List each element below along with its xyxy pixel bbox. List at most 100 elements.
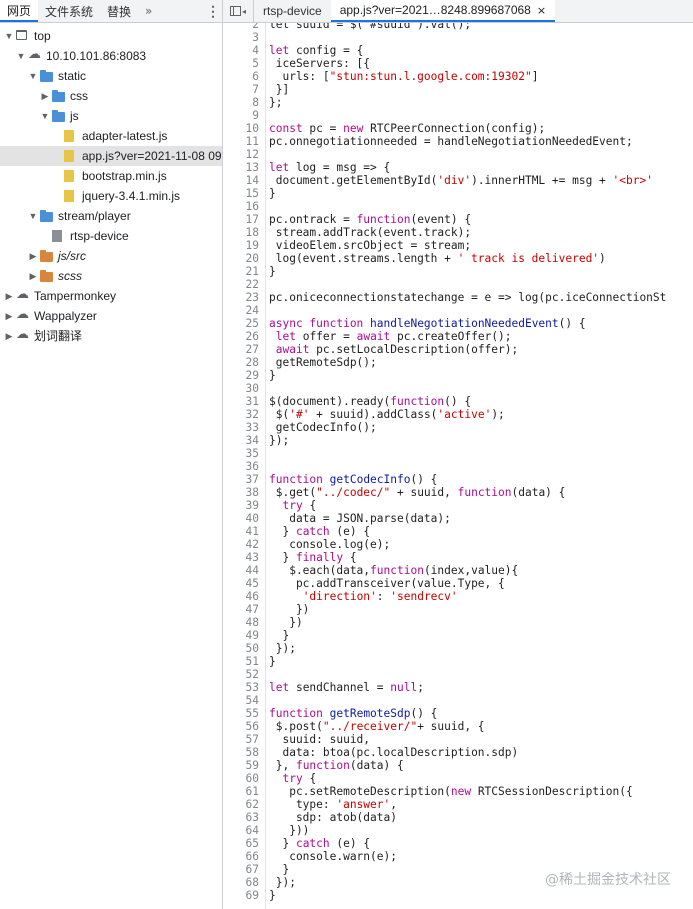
tree-item[interactable]: ▶js/src <box>0 246 222 266</box>
code-text: }; <box>269 96 283 109</box>
expand-triangle-down-icon[interactable]: ▼ <box>28 71 38 81</box>
tab-page[interactable]: 网页 <box>0 0 39 22</box>
expand-triangle-right-icon[interactable]: ▶ <box>41 91 49 101</box>
tree-item[interactable]: ▶☁划词翻译 <box>0 326 222 346</box>
tree-item[interactable]: ▶☁Wappalyzer <box>0 306 222 326</box>
code-text: }); <box>269 876 296 889</box>
tree-item[interactable]: rtsp-device <box>0 226 222 246</box>
tree-item[interactable]: ▼js <box>0 106 222 126</box>
code-text: } <box>269 655 276 668</box>
code-text: }); <box>269 642 296 655</box>
line-number: 47 <box>245 603 259 616</box>
code-text: urls: ["stun:stun.l.google.com:19302"] <box>269 70 539 83</box>
line-number: 56 <box>245 720 259 733</box>
line-number: 5 <box>252 57 259 70</box>
tab-filesystem[interactable]: 文件系统 <box>38 0 100 22</box>
code-line: 8}; <box>223 96 693 109</box>
code-line: 14 document.getElementById('div').innerH… <box>223 174 693 187</box>
line-number: 6 <box>252 70 259 83</box>
line-number: 38 <box>245 486 259 499</box>
code-line: 6 urls: ["stun:stun.l.google.com:19302"] <box>223 70 693 83</box>
code-line: 54 <box>223 694 693 707</box>
sidebar-toggle-icon <box>229 6 241 16</box>
tab-filesystem-label: 文件系统 <box>45 4 94 19</box>
code-line: 32 $('#' + suuid).addClass('active'); <box>223 408 693 421</box>
code-line: 57 suuid: suuid, <box>223 733 693 746</box>
watermark: @稀土掘金技术社区 <box>545 872 671 888</box>
editor-panel: ◂ rtsp-device app.js?ver=2021…8248.89968… <box>223 0 693 909</box>
code-line: 62 type: 'answer', <box>223 798 693 811</box>
close-tab-icon[interactable]: × <box>536 3 547 17</box>
expand-triangle-down-icon[interactable]: ▼ <box>16 51 26 61</box>
tree-item[interactable]: app.js?ver=2021-11-08 09 <box>0 146 222 166</box>
code-text: pc.ontrack = function(event) { <box>269 213 472 226</box>
tab-overrides[interactable]: 替换 <box>100 0 138 22</box>
expand-triangle-right-icon[interactable]: ▶ <box>5 291 13 301</box>
editor-tab-app-js[interactable]: app.js?ver=2021…8248.899687068 × <box>330 0 556 22</box>
line-number: 48 <box>245 616 259 629</box>
code-line: 21} <box>223 265 693 278</box>
tree-item[interactable]: ▼static <box>0 66 222 86</box>
tree-item[interactable]: ▼stream/player <box>0 206 222 226</box>
code-text: try { <box>282 499 317 512</box>
code-text: function getRemoteSdp() { <box>269 707 438 720</box>
line-number: 36 <box>245 460 259 473</box>
tab-page-label: 网页 <box>7 3 32 18</box>
code-text: async function handleNegotiationNeededEv… <box>269 317 586 330</box>
expand-triangle-down-icon[interactable]: ▼ <box>40 111 50 121</box>
expand-triangle-down-icon[interactable]: ▼ <box>4 31 14 41</box>
tree-item[interactable]: ▼top <box>0 26 222 46</box>
line-number: 43 <box>245 551 259 564</box>
code-text: pc.onnegotiationneeded = handleNegotiati… <box>269 135 633 148</box>
line-number: 37 <box>245 473 259 486</box>
folder-icon <box>52 110 65 122</box>
code-line: 61 pc.setRemoteDescription(new RTCSessio… <box>223 785 693 798</box>
more-options-button[interactable]: ⋮ <box>204 0 222 22</box>
code-line: 18 stream.addTrack(event.track); <box>223 226 693 239</box>
code-text: }, function(data) { <box>269 759 404 772</box>
tree-item[interactable]: ▼☁10.10.101.86:8083 <box>0 46 222 66</box>
line-number: 39 <box>245 499 259 512</box>
folder-icon <box>40 210 53 222</box>
more-tabs-button[interactable]: » <box>138 0 159 22</box>
expand-triangle-right-icon[interactable]: ▶ <box>29 251 37 261</box>
editor-tabbar: ◂ rtsp-device app.js?ver=2021…8248.89968… <box>223 0 693 23</box>
editor-tab-rtsp-device[interactable]: rtsp-device <box>254 0 331 22</box>
code-text: } catch (e) { <box>269 837 371 850</box>
tree-item[interactable]: adapter-latest.js <box>0 126 222 146</box>
code-line: 29} <box>223 369 693 382</box>
code-line: 12 <box>223 148 693 161</box>
line-number: 19 <box>245 239 259 252</box>
code-line: 42 console.log(e); <box>223 538 693 551</box>
tree-item[interactable]: bootstrap.min.js <box>0 166 222 186</box>
line-number: 67 <box>245 863 259 876</box>
line-number: 9 <box>252 109 259 122</box>
line-number: 41 <box>245 525 259 538</box>
line-number: 17 <box>245 213 259 226</box>
expand-triangle-right-icon[interactable]: ▶ <box>29 271 37 281</box>
toggle-navigator-button[interactable]: ◂ <box>223 0 254 22</box>
tree-item[interactable]: jquery-3.4.1.min.js <box>0 186 222 206</box>
code-line: 49 } <box>223 629 693 642</box>
tree-item-label: 10.10.101.86:8083 <box>46 49 147 63</box>
code-line: 47 }) <box>223 603 693 616</box>
folder-icon <box>52 90 65 102</box>
expand-triangle-right-icon[interactable]: ▶ <box>5 311 13 321</box>
tree-item[interactable]: ▶☁Tampermonkey <box>0 286 222 306</box>
code-text: videoElem.srcObject = stream; <box>269 239 472 252</box>
expand-triangle-down-icon[interactable]: ▼ <box>28 211 38 221</box>
line-number: 65 <box>245 837 259 850</box>
code-line: 17 pc.ontrack = function(event) { <box>223 213 693 226</box>
js-file-icon <box>64 190 74 202</box>
code-line: 5 iceServers: [{ <box>223 57 693 70</box>
code-text: } <box>269 265 276 278</box>
expand-triangle-right-icon[interactable]: ▶ <box>5 331 13 341</box>
tree-item[interactable]: ▶scss <box>0 266 222 286</box>
tree-item[interactable]: ▶css <box>0 86 222 106</box>
code-line: 60 try { <box>223 772 693 785</box>
